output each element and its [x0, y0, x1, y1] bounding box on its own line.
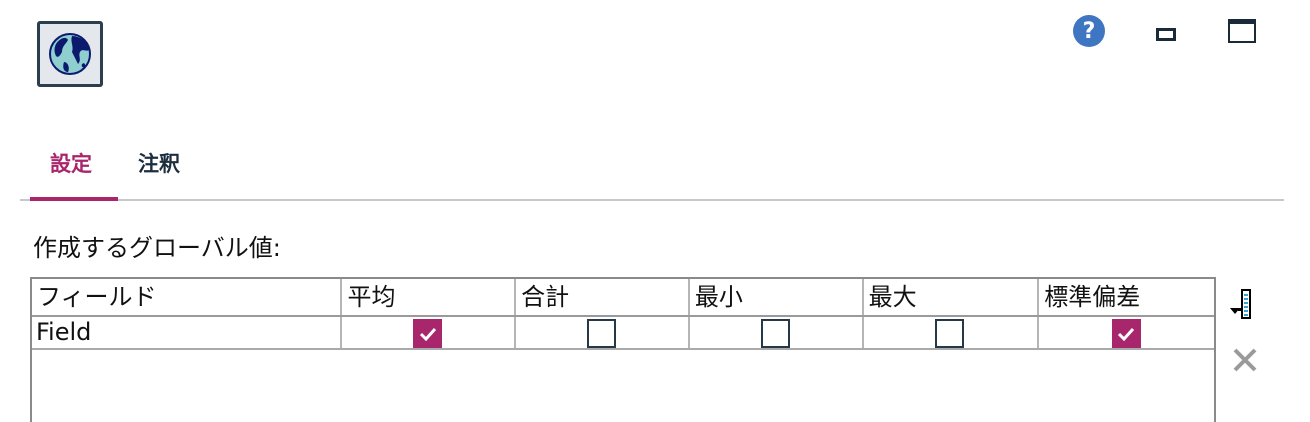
global-values-table: フィールド 平均 合計 最小 最大 標準偏差 Field: [30, 277, 1216, 422]
help-icon[interactable]: ?: [1073, 15, 1105, 47]
sum-cell: [516, 317, 690, 348]
tab-annotations[interactable]: 注釈: [138, 152, 180, 176]
checkmark-icon: [419, 327, 436, 341]
column-header-stddev[interactable]: 標準偏差: [1044, 283, 1141, 311]
column-header-min[interactable]: 最小: [690, 279, 864, 315]
tab-settings[interactable]: 設定: [50, 152, 92, 176]
field-name-cell[interactable]: Field: [32, 317, 343, 348]
sum-checkbox[interactable]: [587, 319, 617, 348]
maximize-icon[interactable]: [1228, 19, 1256, 43]
mean-checkbox[interactable]: [413, 319, 443, 348]
stddev-cell: [1039, 317, 1214, 348]
tab-bar: 設定 注釈: [20, 140, 1284, 202]
checkmark-icon: [1118, 327, 1135, 341]
minimize-icon[interactable]: [1156, 28, 1176, 41]
max-checkbox[interactable]: [935, 319, 965, 348]
globe-icon: [49, 33, 91, 75]
min-checkbox[interactable]: [760, 319, 790, 348]
table-row[interactable]: Field: [32, 317, 1214, 350]
min-cell: [690, 317, 864, 348]
column-header-field[interactable]: フィールド: [32, 279, 343, 315]
active-tab-indicator: [30, 197, 118, 201]
column-header-sum[interactable]: 合計: [516, 279, 690, 315]
column-header-mean[interactable]: 平均: [342, 279, 517, 315]
table-header-row: フィールド 平均 合計 最小 最大 標準偏差: [32, 279, 1214, 317]
app-icon: [37, 21, 103, 87]
max-cell: [864, 317, 1040, 348]
tab-divider: [20, 199, 1284, 201]
stddev-checkbox[interactable]: [1111, 319, 1141, 348]
mean-cell: [342, 317, 517, 348]
add-row-icon[interactable]: [1230, 288, 1252, 320]
delete-icon[interactable]: [1231, 346, 1259, 374]
global-values-label: 作成するグローバル値:: [33, 234, 281, 262]
column-header-max[interactable]: 最大: [864, 279, 1040, 315]
